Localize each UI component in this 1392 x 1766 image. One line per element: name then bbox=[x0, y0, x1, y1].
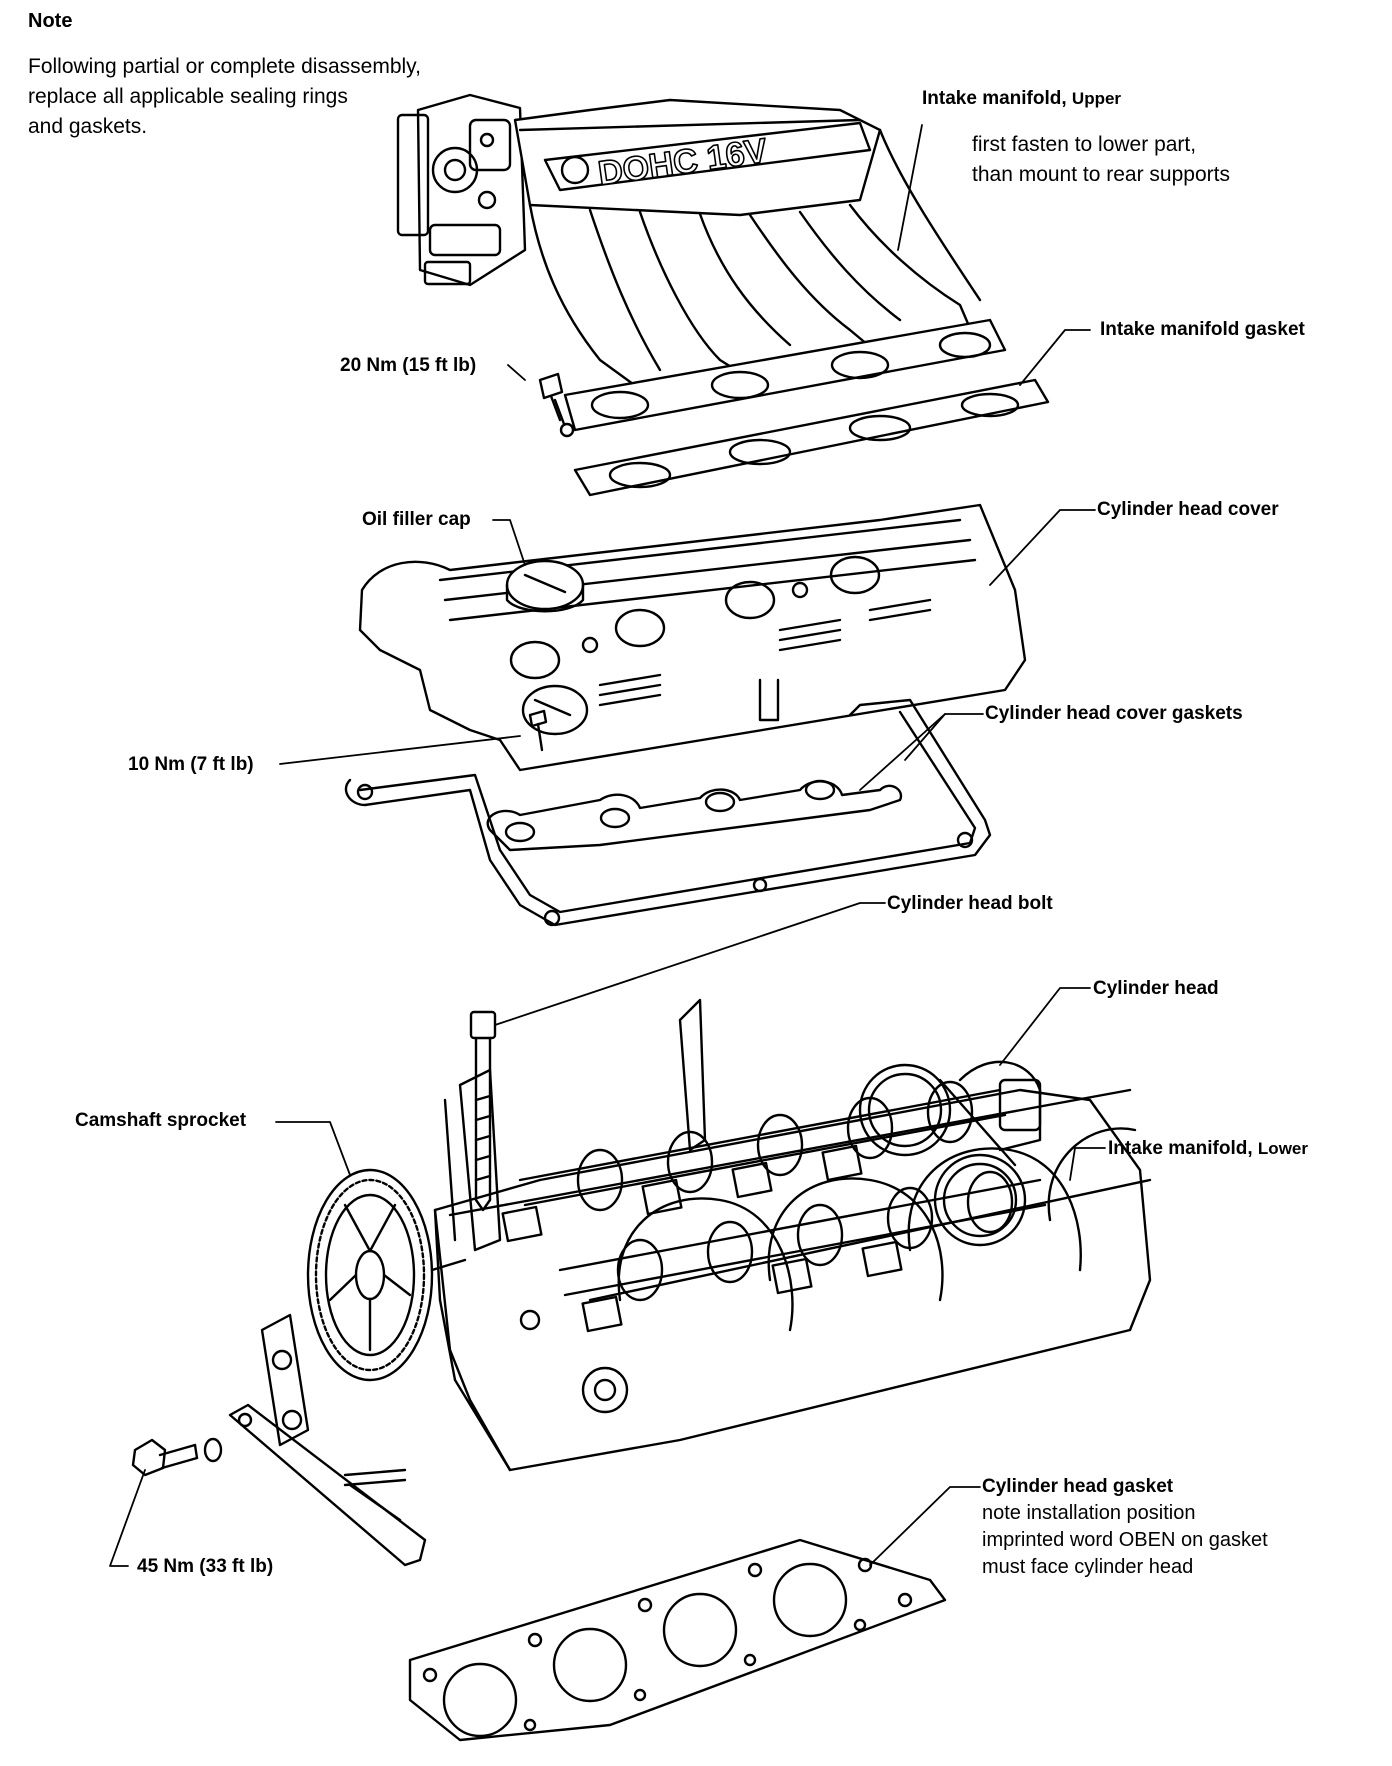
label-torque-20nm: 20 Nm (15 ft lb) bbox=[340, 355, 477, 376]
note-body: Following partial or complete disassembl… bbox=[28, 52, 528, 142]
cylinder-head-drawing bbox=[433, 998, 1152, 1472]
note-line: Following partial or complete disassembl… bbox=[28, 55, 421, 78]
cylinder-head-gasket-drawing bbox=[408, 1538, 947, 1742]
label-intake-manifold-upper: Intake manifold, Upper bbox=[922, 88, 1122, 109]
label-head-gasket-note: note installation position imprinted wor… bbox=[982, 1502, 1268, 1578]
bolt-20nm-drawing bbox=[538, 372, 575, 438]
note-title: Note bbox=[28, 10, 73, 32]
intake-manifold-upper-drawing: DOHC 16V bbox=[396, 93, 1007, 432]
label-cylinder-head-cover: Cylinder head cover bbox=[1097, 499, 1279, 520]
label-intake-manifold-gasket: Intake manifold gasket bbox=[1100, 319, 1305, 340]
note-line: and gaskets. bbox=[28, 115, 148, 138]
label-torque-10nm: 10 Nm (7 ft lb) bbox=[128, 754, 254, 775]
intake-manifold-gasket-drawing bbox=[573, 378, 1050, 497]
label-cylinder-head: Cylinder head bbox=[1093, 978, 1219, 999]
label-intake-upper-note: first fasten to lower part, than mount t… bbox=[972, 133, 1230, 186]
label-oil-filler-cap: Oil filler cap bbox=[362, 509, 471, 530]
bolt-45nm-drawing bbox=[131, 1437, 223, 1477]
cylinder-head-cover-drawing bbox=[358, 503, 1027, 772]
bolt-10nm-drawing bbox=[528, 709, 548, 752]
camshaft-sprocket-drawing bbox=[306, 1168, 467, 1382]
leader-lines bbox=[109, 124, 1106, 1567]
lifting-bracket-drawing bbox=[228, 1313, 427, 1567]
dohc-badge-plate bbox=[543, 121, 872, 192]
label-intake-manifold-lower: Intake manifold, Lower bbox=[1108, 1138, 1308, 1159]
label-camshaft-sprocket: Camshaft sprocket bbox=[75, 1110, 247, 1131]
label-cylinder-head-bolt: Cylinder head bolt bbox=[887, 893, 1053, 914]
label-torque-45nm: 45 Nm (33 ft lb) bbox=[137, 1556, 274, 1577]
cylinder-head-cover-gaskets-drawing bbox=[344, 698, 992, 927]
note-line: replace all applicable sealing rings bbox=[28, 85, 348, 108]
label-cylinder-head-cover-gaskets: Cylinder head cover gaskets bbox=[985, 703, 1243, 724]
cylinder-head-bolt-drawing bbox=[469, 1010, 497, 1212]
label-cylinder-head-gasket: Cylinder head gasket bbox=[982, 1476, 1174, 1497]
